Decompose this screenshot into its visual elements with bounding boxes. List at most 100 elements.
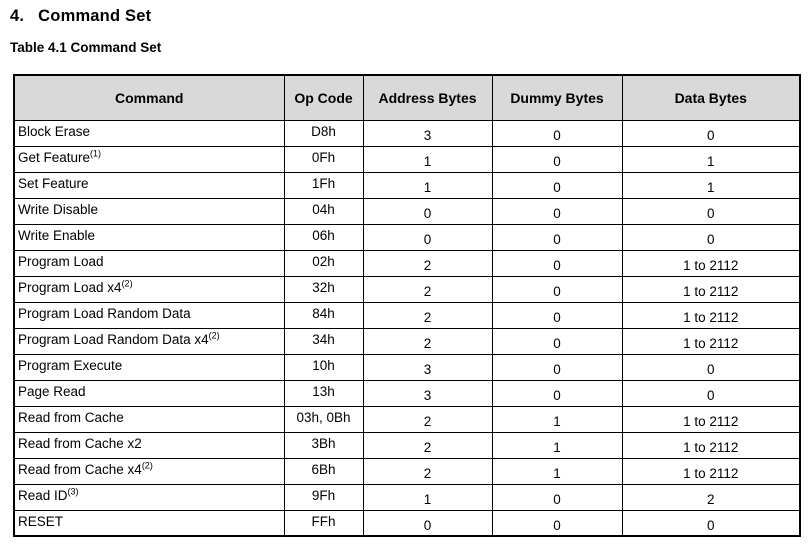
- command-cell: Program Load: [13, 249, 285, 277]
- address-bytes-cell: 3: [362, 379, 493, 407]
- table-row: Program Load Random Data x4(2) 34h 2 0 1…: [13, 327, 801, 355]
- header-command: Command: [13, 74, 285, 121]
- table-row: Read ID(3) 9Fh 1 0 2: [13, 483, 801, 511]
- dummy-bytes-cell: 0: [491, 327, 623, 355]
- dummy-bytes-cell: 0: [491, 275, 623, 303]
- address-bytes-cell: 2: [362, 275, 493, 303]
- command-label: Set Feature: [18, 175, 89, 191]
- address-bytes-cell: 2: [362, 431, 493, 459]
- table-row: Read from Cache 03h, 0Bh 2 1 1 to 2112: [13, 405, 801, 433]
- command-label: Read from Cache x4: [18, 461, 142, 477]
- command-cell: Program Load x4(2): [13, 275, 285, 303]
- table-row: Get Feature(1) 0Fh 1 0 1: [13, 145, 801, 173]
- op-code-cell: 0Fh: [283, 145, 364, 173]
- data-bytes-cell: 1 to 2112: [621, 275, 801, 303]
- data-bytes-cell: 1 to 2112: [621, 457, 801, 485]
- data-bytes-cell: 0: [621, 223, 801, 251]
- op-code-cell: 1Fh: [283, 171, 364, 199]
- command-cell: Read ID(3): [13, 483, 285, 511]
- command-label: Write Disable: [18, 201, 99, 217]
- section-heading: 4. Command Set: [10, 7, 151, 26]
- section-number: 4.: [10, 7, 25, 25]
- op-code-cell: 13h: [283, 379, 364, 407]
- data-bytes-cell: 1 to 2112: [621, 249, 801, 277]
- command-label: Program Load x4: [18, 279, 122, 295]
- table-row: Read from Cache x4(2) 6Bh 2 1 1 to 2112: [13, 457, 801, 485]
- op-code-cell: 6Bh: [283, 457, 364, 485]
- footnote-marker: (2): [141, 460, 153, 470]
- command-cell: Block Erase: [13, 119, 285, 147]
- address-bytes-cell: 0: [362, 197, 493, 225]
- table-row: Page Read 13h 3 0 0: [13, 379, 801, 407]
- op-code-cell: 84h: [283, 301, 364, 329]
- header-data-bytes: Data Bytes: [621, 74, 801, 121]
- dummy-bytes-cell: 0: [491, 171, 623, 199]
- table-row: Block Erase D8h 3 0 0: [13, 119, 801, 147]
- address-bytes-cell: 1: [362, 145, 493, 173]
- dummy-bytes-cell: 1: [491, 431, 623, 459]
- dummy-bytes-cell: 0: [491, 483, 623, 511]
- command-label: Read from Cache x2: [18, 435, 142, 451]
- dummy-bytes-cell: 0: [491, 509, 623, 537]
- command-cell: Read from Cache x2: [13, 431, 285, 459]
- data-bytes-cell: 1 to 2112: [621, 301, 801, 329]
- command-label: Program Execute: [18, 357, 123, 373]
- address-bytes-cell: 2: [362, 327, 493, 355]
- command-cell: Read from Cache x4(2): [13, 457, 285, 485]
- command-cell: Set Feature: [13, 171, 285, 199]
- address-bytes-cell: 3: [362, 353, 493, 381]
- dummy-bytes-cell: 0: [491, 353, 623, 381]
- table-row: Program Execute 10h 3 0 0: [13, 353, 801, 381]
- command-cell: Read from Cache: [13, 405, 285, 433]
- command-cell: Get Feature(1): [13, 145, 285, 173]
- dummy-bytes-cell: 1: [491, 457, 623, 485]
- command-label: Page Read: [18, 383, 86, 399]
- address-bytes-cell: 3: [362, 119, 493, 147]
- command-label: RESET: [18, 513, 64, 529]
- command-cell: Program Load Random Data: [13, 301, 285, 329]
- dummy-bytes-cell: 0: [491, 223, 623, 251]
- data-bytes-cell: 1 to 2112: [621, 431, 801, 459]
- data-bytes-cell: 0: [621, 353, 801, 381]
- dummy-bytes-cell: 0: [491, 379, 623, 407]
- command-cell: RESET: [13, 509, 285, 537]
- data-bytes-cell: 0: [621, 379, 801, 407]
- section-title: Command Set: [38, 7, 152, 25]
- command-label: Write Enable: [18, 227, 96, 243]
- command-label: Program Load Random Data: [18, 305, 191, 321]
- dummy-bytes-cell: 0: [491, 197, 623, 225]
- address-bytes-cell: 2: [362, 249, 493, 277]
- table-header-row: Command Op Code Address Bytes Dummy Byte…: [13, 74, 801, 121]
- command-set-table: Command Op Code Address Bytes Dummy Byte…: [13, 74, 801, 537]
- op-code-cell: FFh: [283, 509, 364, 537]
- data-bytes-cell: 0: [621, 197, 801, 225]
- command-label: Read ID: [18, 487, 68, 503]
- dummy-bytes-cell: 0: [491, 119, 623, 147]
- address-bytes-cell: 0: [362, 509, 493, 537]
- command-cell: Page Read: [13, 379, 285, 407]
- footnote-marker: (3): [67, 486, 79, 496]
- data-bytes-cell: 0: [621, 119, 801, 147]
- op-code-cell: 06h: [283, 223, 364, 251]
- table-row: Program Load 02h 2 0 1 to 2112: [13, 249, 801, 277]
- op-code-cell: 3Bh: [283, 431, 364, 459]
- data-bytes-cell: 1 to 2112: [621, 405, 801, 433]
- footnote-marker: (1): [90, 148, 102, 158]
- table-row: Write Enable 06h 0 0 0: [13, 223, 801, 251]
- table-row: RESET FFh 0 0 0: [13, 509, 801, 537]
- op-code-cell: 34h: [283, 327, 364, 355]
- table-body: Block Erase D8h 3 0 0 Get Feature(1) 0Fh…: [13, 119, 801, 537]
- address-bytes-cell: 2: [362, 457, 493, 485]
- data-bytes-cell: 1 to 2112: [621, 327, 801, 355]
- table-caption: Table 4.1 Command Set: [10, 40, 162, 55]
- table-row: Read from Cache x2 3Bh 2 1 1 to 2112: [13, 431, 801, 459]
- command-label: Read from Cache: [18, 409, 124, 425]
- command-label: Program Load: [18, 253, 104, 269]
- footnote-marker: (2): [208, 330, 220, 340]
- table-header: Command Op Code Address Bytes Dummy Byte…: [13, 74, 801, 121]
- dummy-bytes-cell: 1: [491, 405, 623, 433]
- command-label: Program Load Random Data x4: [18, 331, 209, 347]
- header-address-bytes: Address Bytes: [362, 74, 493, 121]
- header-op-code: Op Code: [283, 74, 364, 121]
